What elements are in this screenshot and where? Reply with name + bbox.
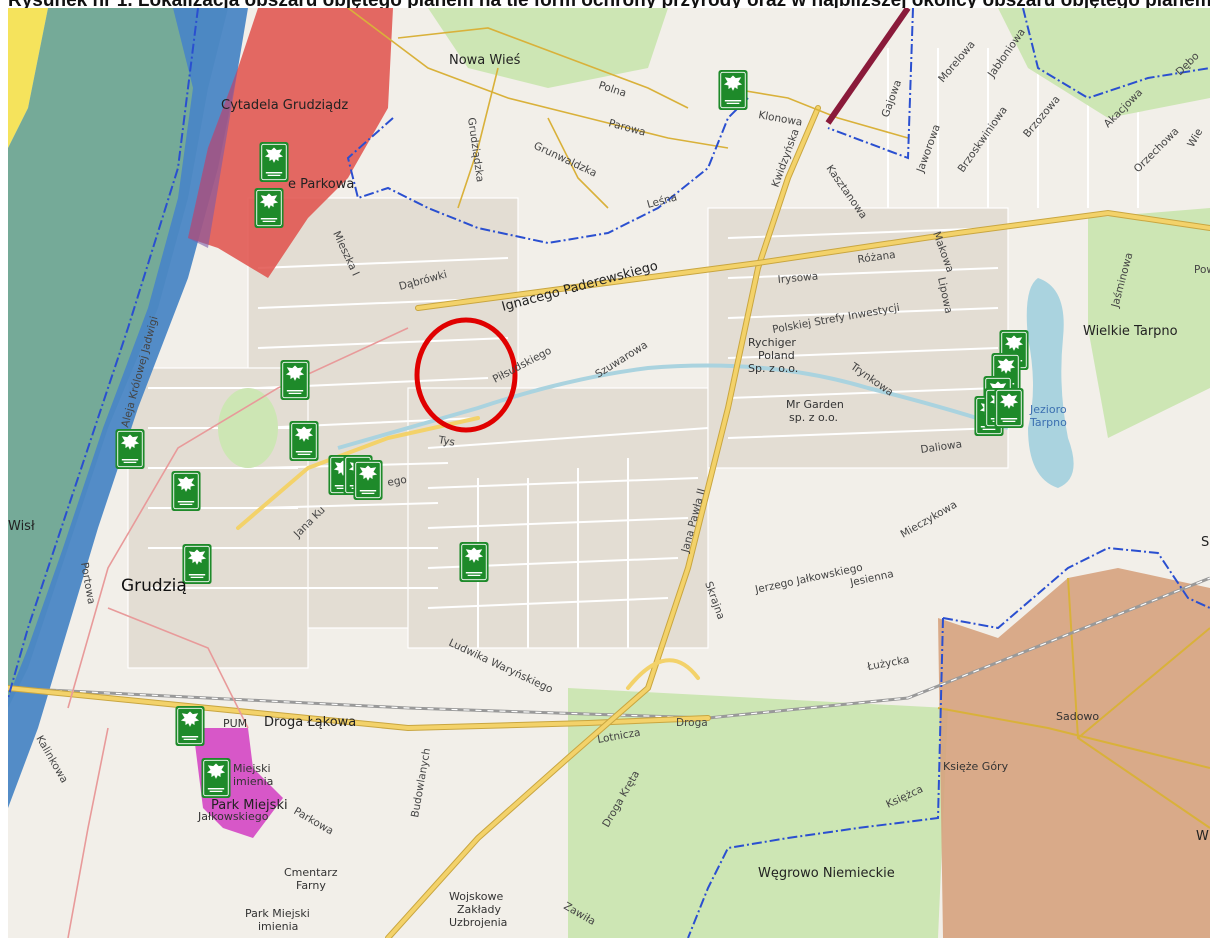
- label-miejski: Miejski: [233, 762, 271, 775]
- monument-eagle-icon[interactable]: [718, 70, 748, 110]
- label-rychiger-3: Sp. z o.o.: [748, 362, 798, 375]
- monument-eagle-icon[interactable]: [280, 360, 310, 400]
- monument-eagle-icon[interactable]: [171, 471, 201, 511]
- urban-area: [127, 197, 1009, 669]
- label-mr-garden-2: sp. z o.o.: [789, 411, 838, 424]
- label-jezioro-2: Tarpno: [1029, 416, 1067, 429]
- monument-eagle-icon[interactable]: [353, 460, 383, 500]
- label-parkowa: e Parkowa: [288, 177, 354, 192]
- street-rozana: Różana: [857, 249, 897, 266]
- monument-eagle-icon[interactable]: [175, 706, 205, 746]
- label-wojskowe-1: Wojskowe: [449, 890, 503, 903]
- lake-tarpno: [1026, 278, 1074, 488]
- street-grid: [148, 48, 1139, 648]
- monument-eagle-icon[interactable]: [459, 542, 489, 582]
- monument-eagle-icon[interactable]: [254, 188, 284, 228]
- label-s-right: S: [1201, 535, 1209, 550]
- figure-title: Rysunek nr 1. Lokalizacja obszaru objęte…: [8, 0, 1210, 11]
- street-tysiaclecia: Tys: [436, 434, 455, 449]
- main-roads: [8, 105, 1210, 938]
- label-mr-garden-1: Mr Garden: [786, 398, 844, 411]
- label-park-miejski: Park Miejski: [211, 798, 288, 813]
- sadowo-roads: [937, 577, 1210, 829]
- street-ego: ego: [386, 474, 407, 489]
- reserve-overlap: [188, 68, 238, 248]
- label-park-miejski-2b: imienia: [258, 920, 298, 933]
- monument-eagle-icon[interactable]: [115, 429, 145, 469]
- label-rychiger-1: Rychiger: [748, 336, 796, 349]
- monument-eagle-icon[interactable]: [201, 758, 231, 798]
- label-jezioro-1: Jezioro: [1029, 403, 1067, 416]
- city-boundary: [8, 8, 1210, 938]
- label-ksieze-gory: Księże Góry: [943, 760, 1009, 773]
- street-droga: Droga: [676, 717, 708, 729]
- label-wisla: Wisł: [8, 519, 35, 534]
- label-sadowo: Sadowo: [1056, 710, 1099, 723]
- monument-eagle-icon[interactable]: [259, 142, 289, 182]
- river-vistula: [8, 8, 248, 808]
- map-view[interactable]: Nowa Wieś Cytadela Grudziądz e Parkowa W…: [8, 8, 1210, 938]
- creek-trynka: [337, 363, 1009, 450]
- label-nowa-wies: Nowa Wieś: [449, 53, 521, 68]
- label-pum: PUM: [223, 717, 247, 730]
- park-jalkowskiego: [193, 728, 283, 838]
- label-rychiger-2: Poland: [758, 349, 795, 362]
- label-wojskowe-2: Zakłady: [457, 903, 501, 916]
- label-wielkie-tarpno: Wielkie Tarpno: [1083, 324, 1178, 339]
- study-area-circle: [414, 317, 518, 433]
- label-cytadela: Cytadela Grudziądz: [221, 98, 348, 113]
- street-droga-lakowa: Droga Łąkowa: [264, 715, 356, 730]
- map-canvas[interactable]: Nowa Wieś Cytadela Grudziądz e Parkowa W…: [8, 8, 1210, 938]
- label-jalkowskiego: Jałkowskiego: [197, 810, 269, 823]
- rail-track-north: [825, 8, 911, 125]
- label-wojskowe-3: Uzbrojenia: [449, 916, 507, 929]
- secondary-roads: [347, 8, 909, 209]
- street-powst: Pow: [1194, 264, 1210, 276]
- label-wegrowo: Węgrowo Niemieckie: [758, 866, 895, 881]
- reserve-cytadela: [188, 8, 393, 278]
- yellow-zone: [8, 8, 48, 148]
- label-park-miejski-2a: Park Miejski: [245, 907, 310, 920]
- monument-eagle-icon[interactable]: [994, 388, 1024, 428]
- label-w-right: W: [1196, 829, 1209, 844]
- label-cmentarz-1: Cmentarz: [284, 866, 338, 879]
- label-imienia: imienia: [233, 775, 273, 788]
- label-cmentarz-2: Farny: [296, 879, 326, 892]
- street-daliowa: Daliowa: [920, 438, 963, 456]
- street-irysowa: Irysowa: [777, 271, 818, 286]
- green-areas: [218, 8, 1210, 938]
- monument-eagle-icon[interactable]: [182, 544, 212, 584]
- monument-eagle-icon[interactable]: [289, 421, 319, 461]
- label-grudziadz: Grudzią: [121, 576, 187, 596]
- place-labels: Nowa Wieś Cytadela Grudziądz e Parkowa W…: [8, 53, 1209, 933]
- old-town-roads: [67, 327, 409, 938]
